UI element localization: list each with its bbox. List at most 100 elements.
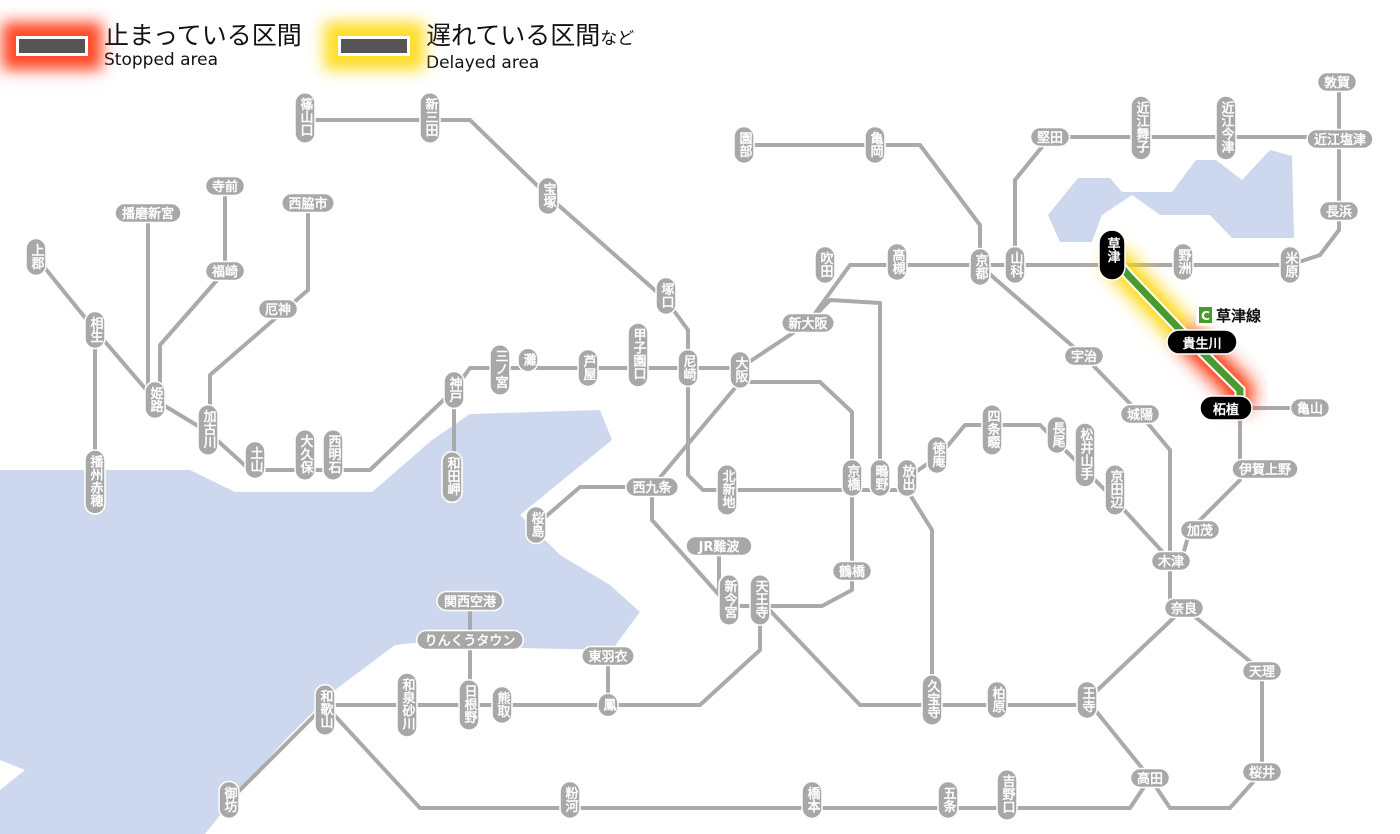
station-32[interactable]: 堅田 [1029,126,1071,148]
station-10[interactable]: 和田岬 [441,451,463,503]
station-34[interactable]: 近江今津 [1215,95,1237,161]
station-68[interactable]: JR難波 [685,535,753,557]
station-52[interactable]: 高田 [1129,767,1171,789]
station-64[interactable]: 北新地 [716,464,738,516]
station-46[interactable]: 伊賀上野 [1231,458,1299,480]
station-48[interactable]: 木津 [1150,550,1192,572]
station-marker [257,298,299,320]
station-83[interactable]: 吉野口 [996,769,1018,821]
station-28[interactable]: 吹田 [814,245,836,285]
station-63[interactable]: 京田辺 [1104,464,1126,516]
station-47[interactable]: 加茂 [1179,519,1221,541]
station-19[interactable]: 播磨新宮 [114,202,182,224]
station-65[interactable]: 西九条 [625,476,679,498]
station-23[interactable]: 厄神 [257,298,299,320]
station-62[interactable]: 松井山手 [1074,422,1096,488]
station-37[interactable]: 長浜 [1318,200,1360,222]
station-57[interactable]: 鴫野 [869,458,891,498]
station-2[interactable]: 宝塚 [537,176,559,216]
station-44[interactable]: 宇治 [1063,345,1105,367]
station-31[interactable]: 大阪 [729,350,751,390]
station-name: 放出 [900,464,917,492]
station-0[interactable]: 篠山口 [294,92,316,144]
station-82[interactable]: 五条 [937,780,959,820]
station-9[interactable]: 神戸 [443,370,465,410]
station-55[interactable]: 久宝寺 [921,674,943,726]
station-11[interactable]: 西明石 [322,429,344,481]
station-66[interactable]: 桜島 [525,505,547,545]
station-24[interactable]: 園部 [733,125,755,165]
station-1[interactable]: 新三田 [419,92,441,144]
station-14[interactable]: 加古川 [197,404,219,456]
station-61[interactable]: 長尾 [1046,415,1068,455]
station-40[interactable]: 草津 [1098,229,1126,281]
station-marker [1279,245,1301,285]
station-5[interactable]: 甲子園口 [627,322,649,388]
station-80[interactable]: 粉河 [559,780,581,820]
kusatsu-line-tag[interactable]: C 草津線 [1196,304,1286,326]
station-42[interactable]: 柘植 [1199,395,1253,421]
station-name: 久宝寺 [925,679,941,720]
station-50[interactable]: 天理 [1241,660,1283,682]
station-56[interactable]: 放出 [896,458,918,498]
station-8[interactable]: 三ノ宮 [489,344,511,396]
station-38[interactable]: 米原 [1279,245,1301,285]
station-72[interactable]: りんくうタウン [416,629,524,651]
station-marker [685,535,753,557]
station-33[interactable]: 近江舞子 [1130,95,1152,161]
station-60[interactable]: 四条畷 [981,404,1003,456]
station-27[interactable]: 山科 [1004,245,1026,285]
station-39[interactable]: 野洲 [1172,242,1194,282]
station-22[interactable]: 西脇市 [281,192,335,214]
station-name: 寺前 [212,179,238,195]
station-30[interactable]: 新大阪 [781,312,835,334]
station-51[interactable]: 桜井 [1241,761,1283,783]
station-17[interactable]: 上郡 [25,237,47,277]
station-79[interactable]: 御坊 [218,780,240,820]
station-53[interactable]: 王寺 [1076,680,1098,720]
station-20[interactable]: 寺前 [204,175,246,197]
station-76[interactable]: 鳳 [597,692,619,718]
station-45[interactable]: 城陽 [1119,403,1161,425]
station-name: 貴生川 [1182,336,1221,352]
station-70[interactable]: 天王寺 [749,574,771,626]
station-6[interactable]: 芦屋 [577,348,599,388]
station-marker [729,350,751,390]
station-15[interactable]: 姫路 [144,380,166,420]
station-16[interactable]: 相生 [84,310,106,350]
station-marker [814,245,836,285]
station-4[interactable]: 尼崎 [677,348,699,388]
station-13[interactable]: 土山 [244,440,266,480]
station-7[interactable]: 灘 [517,347,539,373]
station-58[interactable]: 京橋 [841,458,863,498]
station-26[interactable]: 京都 [969,247,991,287]
station-74[interactable]: 熊取 [491,685,513,725]
station-69[interactable]: 新今宮 [718,574,740,626]
station-3[interactable]: 塚口 [655,276,677,316]
station-25[interactable]: 亀岡 [864,125,886,165]
station-29[interactable]: 高槻 [886,242,908,282]
legend-delayed: 遅れている区間など Delayed area [338,22,634,73]
station-marker [537,176,559,216]
rail-line [650,380,854,608]
station-73[interactable]: 日根野 [458,679,480,731]
station-name: 播磨新宮 [122,206,174,222]
station-78[interactable]: 和歌山 [314,684,336,736]
station-36[interactable]: 近江塩津 [1306,128,1374,150]
station-43[interactable]: 亀山 [1289,397,1331,419]
station-12[interactable]: 大久保 [294,429,316,481]
station-81[interactable]: 橋本 [801,780,823,820]
station-marker [986,680,1008,720]
station-35[interactable]: 敦賀 [1316,71,1358,93]
station-77[interactable]: 和泉砂川 [396,672,418,738]
station-67[interactable]: 鶴橋 [831,560,873,582]
station-18[interactable]: 播州赤穂 [84,449,106,515]
station-21[interactable]: 福崎 [204,260,246,282]
station-49[interactable]: 奈良 [1163,597,1205,619]
station-41[interactable]: 貴生川 [1166,329,1238,355]
station-marker [896,458,918,498]
station-71[interactable]: 関西空港 [436,590,504,612]
station-59[interactable]: 徳庵 [926,435,948,475]
station-54[interactable]: 柏原 [986,680,1008,720]
station-75[interactable]: 東羽衣 [581,645,635,667]
